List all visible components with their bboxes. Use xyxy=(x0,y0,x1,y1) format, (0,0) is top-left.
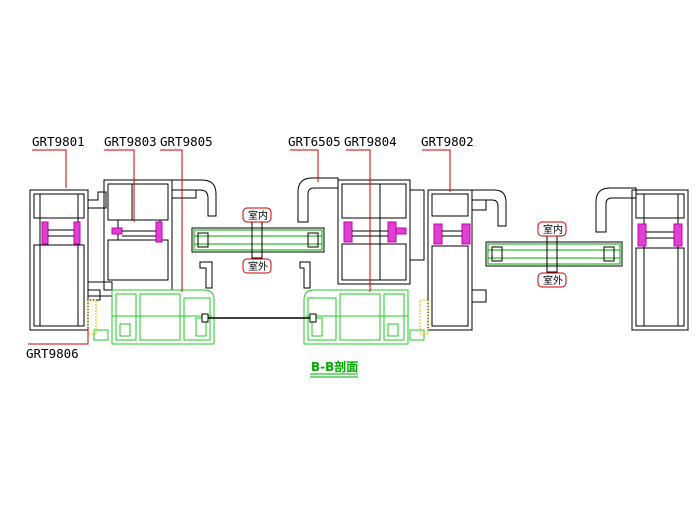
right-frame-profile xyxy=(427,189,507,331)
left-gaskets xyxy=(41,221,163,245)
leader-lines xyxy=(28,149,451,378)
left-outside-callout: 室外 xyxy=(242,258,272,274)
right-outside-callout: 室外 xyxy=(537,272,567,288)
right-sash-profile xyxy=(303,289,425,345)
label-grt9803: GRT9803 xyxy=(104,134,157,149)
left-glass-unit xyxy=(191,221,325,259)
right-gaskets xyxy=(433,223,471,245)
far-right-gaskets xyxy=(637,223,683,247)
center-frame-profile xyxy=(297,177,425,289)
left-inside-callout: 室内 xyxy=(242,207,272,223)
label-grt9805: GRT9805 xyxy=(160,134,213,149)
section-title: B-B剖面 xyxy=(311,359,358,374)
right-inside-callout: 室内 xyxy=(537,221,567,237)
label-grt6505: GRT6505 xyxy=(288,134,341,149)
seal-strips xyxy=(87,299,429,335)
center-gaskets xyxy=(343,221,407,243)
left-sash-profile xyxy=(93,289,215,345)
right-outside-label: 室外 xyxy=(543,274,563,287)
left-inside-label: 室内 xyxy=(248,209,268,222)
left-outside-label: 室外 xyxy=(248,260,268,273)
right-glass-unit xyxy=(485,235,623,273)
label-grt9801: GRT9801 xyxy=(32,134,85,149)
left-frame-profile xyxy=(29,179,217,331)
right-inside-label: 室内 xyxy=(543,223,563,236)
label-grt9804: GRT9804 xyxy=(344,134,397,149)
label-grt9806: GRT9806 xyxy=(26,346,79,361)
far-right-frame-profile xyxy=(595,187,689,331)
label-grt9802: GRT9802 xyxy=(421,134,474,149)
